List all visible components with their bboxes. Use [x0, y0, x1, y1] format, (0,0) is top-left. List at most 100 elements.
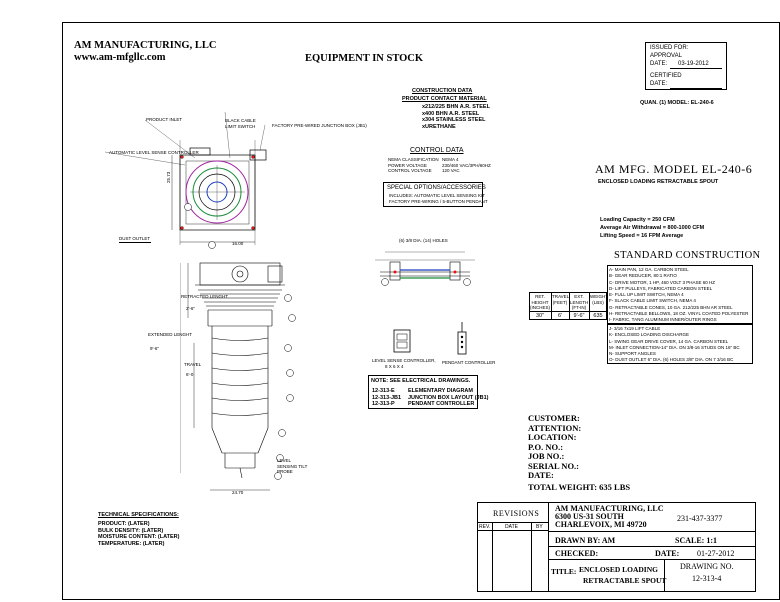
side-view-drawing — [180, 262, 296, 491]
construction-item: I- FABRIC, TANG ALUMINUM INNER/OUTER RIN… — [609, 317, 717, 323]
tech-specs-heading: TECHNICAL SPECIFICATIONS: — [98, 512, 179, 518]
construction-item: E- FULL UP LIMIT SWITCH, NEMA 4 — [609, 292, 684, 298]
spec-cell: 9'-6" — [573, 313, 585, 319]
label-extended: EXTENDED LENGHT — [148, 332, 193, 337]
construction-item: x304 STAINLESS STEEL — [422, 117, 486, 124]
date-label: DATE: — [655, 549, 680, 558]
title-block-phone: 231-437-3377 — [677, 514, 723, 523]
title-block-address1: 6300 US-31 SOUTH — [555, 512, 624, 521]
approval-date-value: 03-19-2012 — [678, 61, 709, 67]
special-option-line: FACTORY PRE-WIRING / 5-BUTTON PENDANT — [389, 198, 488, 204]
title-label: TITLE: — [551, 567, 577, 576]
note-heading: NOTE: SEE ELECTRICAL DRAWINGS. — [371, 378, 471, 384]
drawing-number: 12-313-4 — [692, 574, 722, 583]
construction-item: A- MAIN PAN, 12 GA. CARBON STEEL — [609, 267, 689, 272]
drawn-by: DRAWN BY: AM — [555, 536, 616, 545]
control-data-labels: NEMA CLASSIFICATION POWER VOLTAGE CONTRO… — [388, 157, 439, 174]
model-title: AM MFG. MODEL EL-240-6 — [595, 162, 753, 176]
standard-construction-heading: STANDARD CONSTRUCTION — [614, 250, 761, 261]
customer-field-label: DATE: — [528, 470, 554, 480]
special-options-box — [383, 182, 483, 207]
total-weight: TOTAL WEIGHT: 635 LBS — [528, 482, 631, 492]
revisions-label: REVISIONS — [493, 509, 540, 518]
tech-spec-line: TEMPERATURE: (LATER) — [98, 540, 165, 547]
customer-fields: CUSTOMER: ATTENTION: LOCATION: P.O. NO.:… — [528, 413, 582, 481]
certified-date-line — [670, 88, 722, 89]
control-value: 120 VAC — [442, 168, 460, 173]
drawing-number-label: DRAWING NO. — [680, 562, 734, 571]
spec-cell: 6' — [557, 313, 563, 319]
customer-field-label: ATTENTION: — [528, 422, 582, 433]
special-option-line: INCLUDES: AUTOMATIC LEVEL SENSING KIT — [389, 193, 485, 198]
label-junction-box: FACTORY PRE-WIRED JUNCTION BOX (JB1) — [272, 123, 367, 128]
construction-item: L- SWING GEAR DRIVE COVER, 14 GA. CARBON… — [609, 338, 729, 344]
label-retracted-value: 2'-6" — [186, 306, 195, 311]
spec-header: RET. HEIGHT (INCHES) — [530, 294, 550, 310]
model-subtitle: ENCLOSED LOADING RETRACTABLE SPOUT — [598, 179, 719, 185]
note-description: ELEMENTARY DIAGRAM — [408, 388, 473, 394]
control-label: CONTROL VOLTAGE — [388, 168, 432, 173]
label-level-controller: LEVEL SENSE CONTROLLER, — [372, 358, 436, 363]
label-holes: (6) 3/8 DIA. (14) HOLES — [399, 238, 448, 243]
construction-item: N- SUPPORT ANGLES — [609, 351, 656, 357]
date-value: 01-27-2012 — [697, 549, 735, 558]
standard-construction-top-box — [607, 265, 753, 324]
label-product-inlet: PRODUCT INLET — [146, 117, 183, 122]
standard-construction-top-list: A- MAIN PAN, 12 GA. CARBON STEEL B- GEAR… — [609, 267, 748, 324]
checked: CHECKED: — [555, 549, 599, 558]
tech-spec-line: MOISTURE CONTENT: (LATER) — [98, 534, 180, 541]
spec-table-divider — [529, 311, 607, 312]
spec-cell: 635 — [593, 313, 603, 319]
level-controller-icon — [393, 329, 411, 353]
construction-data-subheading: PRODUCT CONTACT MATERIAL — [402, 96, 487, 102]
performance-list: Loading Capacity = 250 CFM Average Air W… — [600, 216, 704, 240]
top-view-drawing — [104, 111, 267, 249]
label-black-cable: BLACK CABLE — [225, 118, 256, 123]
title-block-line — [548, 559, 756, 560]
label-travel: TRAVEL — [184, 362, 202, 367]
label-travel-value: 6'-0 — [186, 372, 194, 377]
approval-label: APPROVAL — [650, 53, 682, 59]
revisions-col — [492, 522, 493, 592]
note-desc-list: ELEMENTARY DIAGRAM JUNCTION BOX LAYOUT (… — [408, 388, 488, 408]
issued-for-label: ISSUED FOR: — [650, 45, 689, 51]
control-data-heading: CONTROL DATA — [410, 147, 464, 154]
note-dwg-number: 12-313-E — [372, 388, 395, 394]
rev-col-header: BY — [536, 524, 543, 530]
note-box — [368, 375, 478, 409]
control-value: 230/460 VAC/3PH/60HZ — [442, 162, 491, 168]
construction-data-heading: CONSTRUCTION DATA — [412, 88, 473, 94]
rev-col-header: REV. — [479, 524, 491, 530]
pendant-controller-icon — [457, 322, 467, 355]
tech-spec-line: BULK DENSITY: (LATER) — [98, 527, 164, 534]
customer-field-label: P.O. NO.: — [528, 441, 564, 452]
quantity-model: QUAN. (1) MODEL: EL-240-6 — [640, 100, 714, 106]
customer-field-label: LOCATION: — [528, 432, 577, 442]
rev-col-header: DATE — [505, 524, 518, 530]
construction-item: O- DUST OUTLET 6" DIA. (6) HOLES 3/8" DI… — [609, 357, 734, 363]
title-block-divider — [548, 502, 549, 592]
performance-item: Loading Capacity = 250 CFM — [600, 217, 675, 223]
label-retracted: RETRACTED LENGHT — [181, 294, 229, 299]
performance-item: Lifting Speed = 16 FPM Average — [600, 233, 684, 239]
approval-date-line — [670, 68, 722, 69]
page-title: EQUIPMENT IN STOCK — [305, 53, 424, 64]
customer-field-label: SERIAL NO.: — [528, 460, 580, 471]
tech-spec-line: PRODUCT: (LATER) — [98, 521, 150, 527]
construction-item: G- RETRACTABLE CONES, 10 GA. 212/225 BHN… — [609, 304, 733, 310]
spec-cell: 30" — [535, 313, 545, 319]
spec-table — [529, 292, 607, 320]
label-pendant-controller: PENDANT CONTROLLER — [442, 360, 496, 365]
title-value-1: ENCLOSED LOADING — [579, 565, 658, 574]
construction-item: F- SLACK CABLE LIMIT SWITCH, NEMA 4 — [609, 298, 696, 304]
control-label: POWER VOLTAGE — [388, 162, 427, 168]
construction-item: J- 3/16 7x19 LIFT CABLE — [609, 326, 661, 331]
spec-header: TRAVEL (FEET) — [552, 294, 570, 305]
section-view-drawing — [375, 251, 475, 286]
tech-specs-list: PRODUCT: (LATER) BULK DENSITY: (LATER) M… — [98, 521, 179, 547]
standard-construction-bottom-list: J- 3/16 7x19 LIFT CABLE K- ENCLOSED LOAD… — [609, 326, 740, 364]
control-data-values: NEMA 4 230/460 VAC/3PH/60HZ 120 VAC — [442, 157, 491, 174]
note-description: JUNCTION BOX LAYOUT (JB1) — [408, 394, 489, 401]
dim-25-73: 25.73 — [166, 171, 171, 183]
